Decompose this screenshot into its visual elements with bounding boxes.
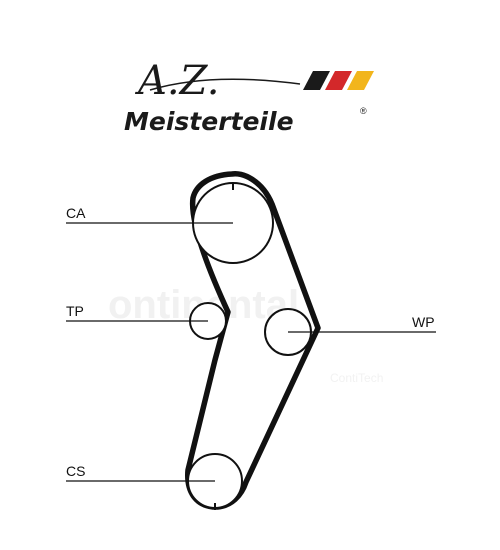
flag-stripe-gold (347, 71, 374, 90)
brand-flag-icon (303, 71, 374, 90)
brand-name: Meisterteile (124, 107, 294, 136)
brand-script-swash (149, 78, 301, 91)
brand-script-initials: A.Z. (134, 58, 219, 104)
watermark: ontinental ContiTech (108, 283, 383, 385)
pulley-cs (187, 453, 243, 510)
label-ca: CA (66, 205, 86, 221)
registered-mark: ® (360, 106, 367, 116)
flag-stripe-black (303, 71, 330, 90)
callouts: CA TP WP CS (66, 205, 436, 482)
label-cs: CS (66, 463, 85, 479)
pulleys (187, 182, 312, 510)
watermark-subtext: ContiTech (330, 371, 383, 385)
label-tp: TP (66, 303, 84, 319)
label-wp: WP (412, 314, 435, 330)
flag-stripe-red (325, 71, 352, 90)
brand-logo: A.Z. Meisterteile ® (124, 58, 374, 136)
